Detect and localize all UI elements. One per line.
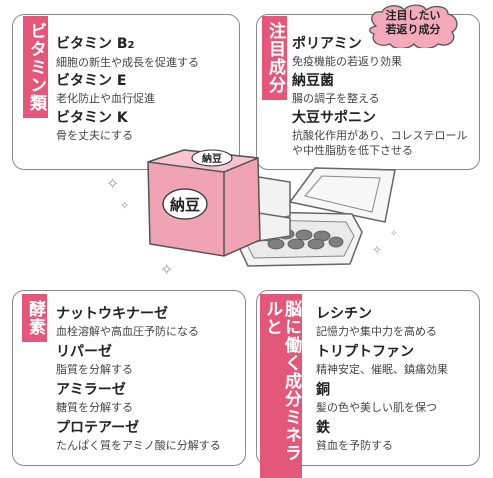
amylase-name: アミラーゼ: [56, 382, 126, 398]
natto-bacteria-item: 納豆菌 腸の調子を整える: [292, 73, 380, 106]
amylase-desc: 糖質を分解する: [56, 401, 133, 414]
vitamin-b2-item: ビタミン B2 細胞の新生や成長を促進する: [56, 36, 199, 70]
protease-name: プロテアーゼ: [56, 420, 140, 436]
lecithin-item: レシチン 記憶力や集中力を高める: [316, 306, 437, 339]
saponin-item: 大豆サポニン 抗酸化作用があり、コレステロール や中性脂肪を低下させる: [292, 110, 468, 158]
sparkle-icon: ✧: [120, 199, 130, 212]
copper-desc: 髪の色や美しい肌を保つ: [316, 401, 437, 414]
enzymes-panel: [12, 290, 246, 466]
tryptophan-name: トリプトファン: [316, 344, 414, 360]
copper-name: 銅: [316, 382, 330, 398]
polyamine-item: ポリアミン 免疫機能の若返り効果: [292, 36, 402, 69]
natto-bacteria-name: 納豆菌: [292, 73, 334, 89]
lipase-desc: 脂質を分解する: [56, 363, 133, 376]
vitamin-k-desc: 骨を丈夫にする: [56, 129, 134, 142]
vitamin-b2-desc: 細胞の新生や成長を促進する: [56, 56, 199, 69]
iron-name: 鉄: [316, 420, 330, 436]
natto-label-front: 納豆: [170, 196, 200, 214]
vitamins-category-tag: ビタミン類: [23, 16, 48, 118]
natto-illustration: 納豆 納豆: [147, 149, 396, 267]
polyamine-desc: 免疫機能の若返り効果: [292, 55, 402, 68]
vitamin-b2-name: ビタミン B2: [56, 36, 135, 52]
vitamin-e-desc: 老化防止や血行促進: [56, 92, 155, 105]
nutrients-category-tag: 注目成分: [262, 16, 287, 100]
protease-desc: たんぱく質をアミノ酸に分解する: [56, 439, 221, 452]
copper-item: 銅 髪の色や美しい肌を保つ: [316, 382, 437, 415]
natto-label-top: 納豆: [202, 152, 222, 165]
vitamins-panel: [12, 14, 240, 170]
callout-burst: [369, 4, 458, 48]
enzymes-category-tag: 酵素: [22, 294, 47, 342]
saponin-desc: 抗酸化作用があり、コレステロール: [292, 129, 468, 142]
lecithin-name: レシチン: [316, 306, 372, 322]
callout-text: 注目したい 若返り成分: [366, 9, 460, 37]
vitamin-k-name: ビタミン K: [56, 110, 128, 126]
callout-line1: 注目したい: [385, 9, 441, 22]
nattokinase-name: ナットウキナーゼ: [56, 306, 168, 322]
sparkle-icon: ✧: [390, 229, 398, 239]
tryptophan-item: トリプトファン 精神安定、催眠、鎮痛効果: [316, 344, 448, 377]
vitamin-e-name: ビタミン E: [56, 73, 127, 89]
sparkle-icon: ✧: [106, 174, 120, 193]
iron-item: 鉄 貧血を予防する: [316, 420, 393, 453]
nattokinase-item: ナットウキナーゼ 血栓溶解や高血圧予防になる: [56, 306, 199, 339]
minerals-category-col2: ミネラルと: [262, 300, 301, 462]
natto-bacteria-desc: 腸の調子を整える: [292, 92, 380, 105]
lipase-name: リパーゼ: [56, 344, 112, 360]
vitamin-e-item: ビタミン E 老化防止や血行促進: [56, 73, 155, 106]
saponin-desc-line2: や中性脂肪を低下させる: [292, 144, 413, 157]
lecithin-desc: 記憶力や集中力を高める: [316, 325, 437, 338]
vitamin-k-item: ビタミン K 骨を丈夫にする: [56, 110, 133, 143]
tryptophan-desc: 精神安定、催眠、鎮痛効果: [316, 363, 448, 376]
protease-item: プロテアーゼ たんぱく質をアミノ酸に分解する: [56, 420, 221, 453]
nattokinase-desc: 血栓溶解や高血圧予防になる: [56, 325, 199, 338]
iron-desc: 貧血を予防する: [316, 439, 393, 452]
sparkle-icon: ✧: [160, 260, 174, 279]
amylase-item: アミラーゼ 糖質を分解する: [56, 382, 133, 415]
lipase-item: リパーゼ 脂質を分解する: [56, 344, 133, 377]
minerals-category-tag: 脳に働く成分ミネラルと: [260, 294, 302, 478]
callout-line2: 若返り成分: [385, 23, 441, 36]
saponin-name: 大豆サポニン: [292, 110, 376, 126]
sparkle-icon: ✧: [372, 243, 383, 257]
minerals-category-col1: 脳に働く成分: [281, 300, 301, 408]
polyamine-name: ポリアミン: [292, 36, 362, 52]
